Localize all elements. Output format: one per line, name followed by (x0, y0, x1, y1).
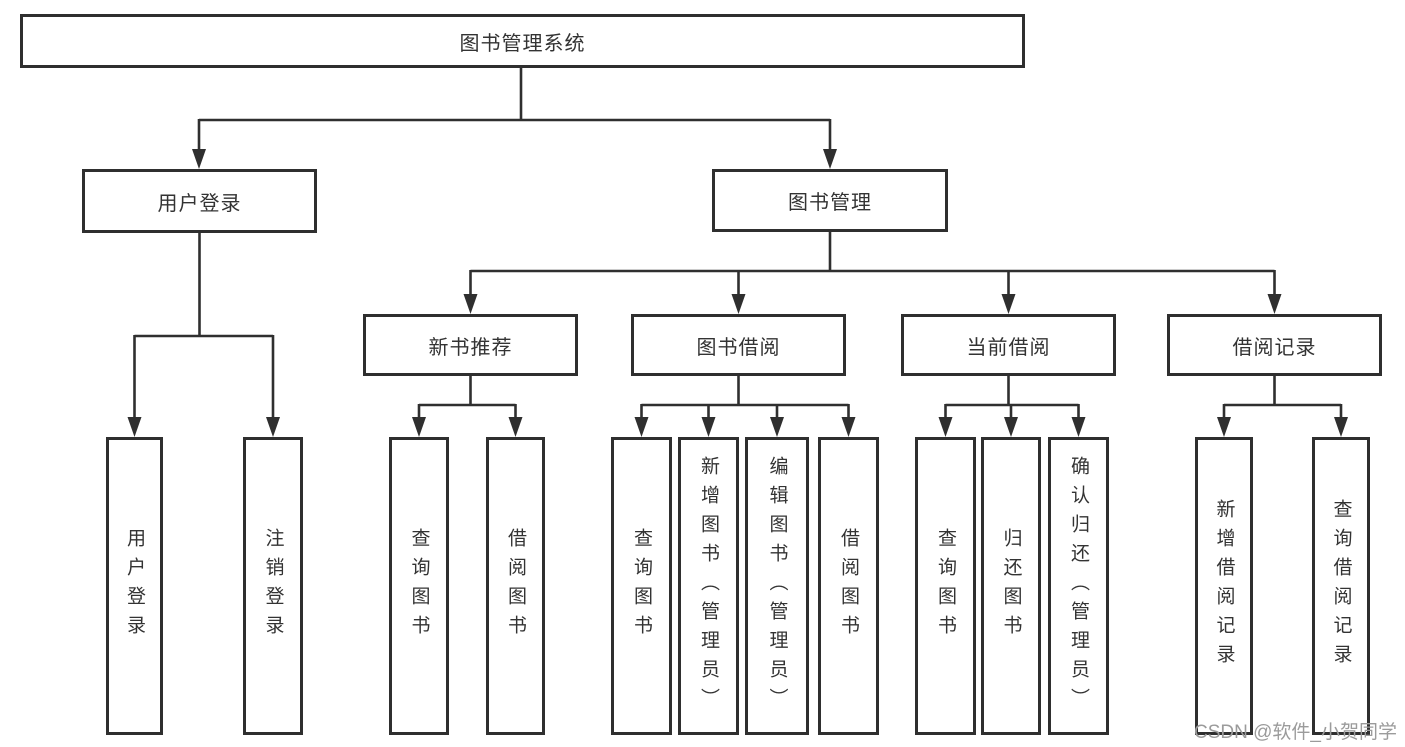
node-label: 新增借阅记录 (1213, 499, 1235, 673)
node-label: 用户登录 (157, 192, 242, 215)
node-label: 图书管理 (788, 192, 872, 214)
node-label: 图书借阅 (696, 336, 781, 359)
node-label: 用户登录 (124, 528, 145, 644)
node-library-system: 图书管理系统 (20, 14, 1025, 68)
leaf-query-books-recommend: 查询图书 (389, 437, 449, 735)
node-label: 新书推荐 (428, 336, 513, 359)
node-label: 注销登录 (262, 528, 284, 644)
leaf-query-books-borrowing: 查询图书 (611, 437, 672, 735)
node-label: 借阅图书 (838, 528, 859, 644)
leaf-borrow-books-borrowing: 借阅图书 (818, 437, 879, 735)
leaf-logout: 注销登录 (243, 437, 303, 735)
node-label: 查询图书 (408, 528, 430, 644)
node-borrowing-records: 借阅记录 (1167, 314, 1382, 376)
node-label: 确认归还（管理员） (1068, 455, 1089, 717)
leaf-add-borrow-record: 新增借阅记录 (1195, 437, 1253, 735)
leaf-borrow-books-recommend: 借阅图书 (486, 437, 545, 735)
leaf-edit-books-admin: 编辑图书（管理员） (745, 437, 809, 735)
node-label: 借阅记录 (1232, 336, 1317, 359)
leaf-return-books: 归还图书 (981, 437, 1041, 735)
arrowheads (127, 149, 1348, 437)
node-label: 当前借阅 (966, 336, 1051, 359)
leaf-user-login: 用户登录 (106, 437, 163, 735)
leaf-query-books-current: 查询图书 (915, 437, 976, 735)
node-label: 图书管理系统 (459, 32, 586, 55)
node-label: 查询借阅记录 (1330, 499, 1352, 673)
node-book-borrowing: 图书借阅 (631, 314, 846, 376)
watermark: CSDN @软件_小贺同学 (1194, 722, 1397, 743)
node-user-login-branch: 用户登录 (82, 169, 317, 233)
node-label: 归还图书 (1000, 528, 1022, 644)
node-label: 查询图书 (631, 528, 652, 644)
node-current-borrowing: 当前借阅 (901, 314, 1116, 376)
node-label: 新增图书（管理员） (698, 455, 719, 717)
leaf-confirm-return-admin: 确认归还（管理员） (1048, 437, 1109, 735)
leaf-add-books-admin: 新增图书（管理员） (678, 437, 739, 735)
node-new-book-recommend: 新书推荐 (363, 314, 578, 376)
node-book-management-branch: 图书管理 (712, 169, 948, 232)
node-label: 编辑图书（管理员） (766, 455, 788, 717)
node-label: 借阅图书 (505, 528, 526, 644)
leaf-query-borrow-record: 查询借阅记录 (1312, 437, 1370, 735)
node-label: 查询图书 (935, 528, 956, 644)
